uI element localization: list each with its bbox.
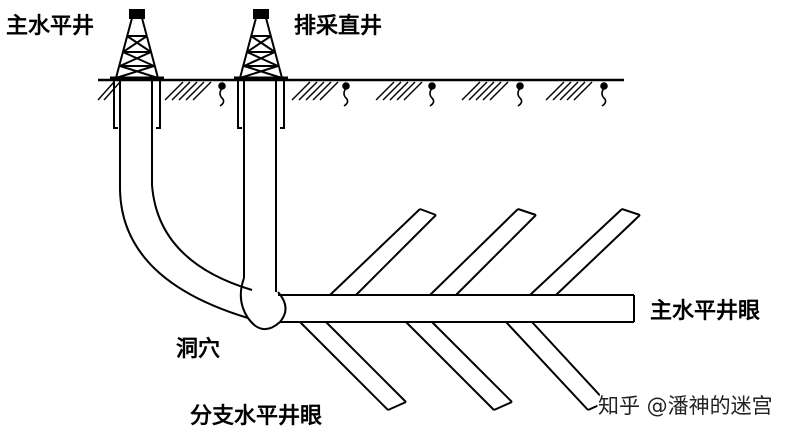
soil-hatching	[97, 81, 593, 101]
derrick-left	[110, 9, 164, 80]
derrick-right	[234, 9, 288, 80]
main-horizontal-well-bore	[119, 80, 253, 319]
label-production-vertical-well: 排采直井	[294, 13, 382, 39]
cavity-shape	[239, 277, 287, 330]
label-cavity: 洞穴	[176, 336, 220, 362]
soil-symbols	[218, 82, 608, 107]
main-horizontal-wellbore	[278, 294, 635, 323]
watermark-halo: 知乎 @潘神的迷宫	[598, 394, 773, 418]
production-vertical-well-bore	[243, 80, 277, 292]
lower-branches	[299, 321, 607, 411]
watermark: 知乎 @潘神的迷宫	[598, 394, 773, 418]
label-branch-horizontal-wellbore: 分支水平井眼	[190, 404, 322, 429]
upper-branches	[329, 208, 641, 296]
label-main-horizontal-well: 主水平井	[6, 14, 94, 39]
label-main-horizontal-wellbore: 主水平井眼	[650, 299, 760, 324]
casing	[113, 80, 285, 129]
